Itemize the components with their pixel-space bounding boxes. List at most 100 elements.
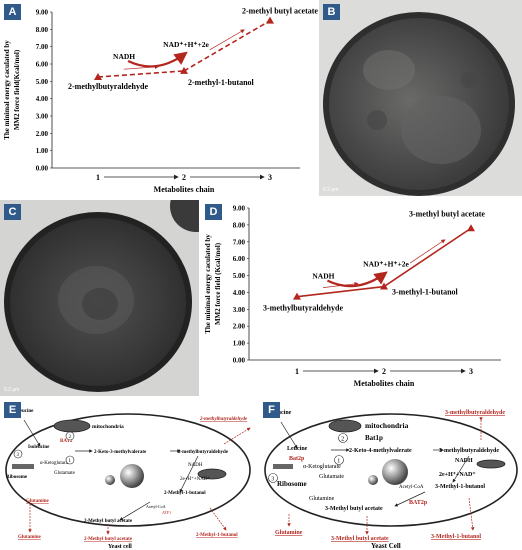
step-2-e: 2 [69, 435, 72, 440]
label-leucine-f: Leucine [271, 410, 292, 416]
mitochondrion-f2 [476, 459, 506, 469]
micrograph-b [319, 0, 522, 196]
label-nadh-e: NADH [188, 463, 203, 468]
mitochondrion-e2 [197, 468, 227, 480]
label-isoleucine-e: Isoleucine [12, 409, 34, 414]
label-keto-e: 2-Keto-3-methylvalerate [94, 450, 147, 455]
label-bat2p-f: Bat2p [289, 456, 305, 462]
label-akg-e: α-Ketoglutarate [40, 461, 72, 466]
label-aldehyde-in-e: 2-methylbutyraldehyde [178, 450, 229, 455]
label-akg-f: α-Ketoglutarate [303, 464, 341, 470]
label-atf1-e: ATF1 [162, 510, 171, 515]
label-mitochondria-e: mitochondria [92, 424, 124, 430]
step-2-f: 2 [341, 436, 344, 442]
panel-b: B 0.2 μm [319, 0, 522, 196]
y-tick-label-A-5: 5.00 [36, 78, 49, 86]
data-point-D-0 [293, 292, 301, 300]
label-glutamine-f: Glutamine [309, 496, 335, 502]
label-nad-e: 2e+H⁺+NAD⁺ [180, 476, 210, 482]
y-tick-label-D-2: 2.00 [233, 323, 246, 331]
panel-c: C 0.2 μm [0, 200, 199, 396]
label-glutamine-out-e: Glutamine [18, 535, 42, 540]
y-tick-label-D-7: 7.00 [233, 238, 246, 246]
chart-d: 0.001.002.003.004.005.006.007.008.009.00… [204, 205, 501, 388]
panel-label-f: F [263, 402, 280, 418]
label-acetate-f: 3-Methyl butyl acetate [325, 506, 383, 512]
cofactor-in-D: NADH [312, 272, 334, 281]
y-tick-label-D-6: 6.00 [233, 255, 246, 263]
panel-label-b: B [323, 4, 340, 20]
mitochondrion-e [53, 419, 91, 433]
y-tick-label-D-0: 0.00 [233, 357, 246, 365]
label-bat2p-b-f: BAT2p [409, 500, 428, 506]
label-isoleucine-in-e: Isoleucine [28, 445, 50, 450]
y-tick-label-A-2: 2.00 [36, 130, 49, 138]
data-point-A-2 [266, 16, 274, 24]
series-segment-D-1 [383, 227, 472, 288]
point-label-D-0: 3-methylbutyraldehyde [263, 304, 343, 313]
label-bat1p-f: Bat1p [365, 434, 383, 442]
panel-label-c: C [4, 204, 21, 220]
y-tick-label-A-3: 3.00 [36, 113, 49, 121]
y-tick-label-A-0: 0.00 [36, 165, 49, 173]
label-glutamate-f: Glutamate [319, 474, 344, 480]
label-ribosome-f: Ribosome [277, 480, 307, 488]
label-acetate-e: 2-Methyl butyl acetate [84, 519, 133, 524]
label-glutamine-out-f: Glutamine [275, 530, 303, 536]
x-axis-label-D: Metabolites chain [354, 379, 415, 388]
series-segment-D-0 [296, 285, 385, 298]
label-bat2-e: BAT2 [60, 439, 73, 444]
label-mitochondria-f: mitochondria [365, 421, 409, 430]
scale-bar-c: 0.2 μm [4, 387, 20, 393]
panel-label-d: D [205, 204, 222, 220]
series-segment-A-0 [97, 70, 185, 78]
y-tick-label-D-5: 5.00 [233, 272, 246, 280]
cofactor-in-A: NADH [113, 52, 135, 61]
x-cat-D-2: 3 [469, 367, 473, 376]
y-tick-label-D-3: 3.00 [233, 306, 246, 314]
x-cat-A-2: 3 [268, 173, 272, 182]
y-axis-label-D-2: MM2 force field (Kcal/mol) [214, 242, 222, 325]
y-tick-label-D-9: 9.00 [233, 205, 246, 213]
x-cat-A-0: 1 [96, 173, 100, 182]
panel-label-a: A [4, 4, 21, 20]
label-ribosome-e: Ribosome [6, 475, 28, 480]
micrograph-c [0, 200, 199, 396]
cofactor-out-A: NAD⁺+H⁺+2e [163, 40, 209, 49]
label-glutamine-e: Glutamine [26, 499, 50, 504]
vacuole-e [120, 464, 144, 488]
cofactor-out-D: NAD⁺+H⁺+2e [363, 260, 409, 269]
ribosome-shape-f [273, 464, 293, 469]
y-tick-label-A-4: 4.00 [36, 95, 49, 103]
x-cat-D-1: 2 [382, 367, 386, 376]
panel-label-e: E [4, 402, 21, 418]
x-axis-label-A: Metabolites chain [154, 185, 215, 194]
step-3-f: 3 [271, 476, 274, 482]
label-butanol-f: 3-Methyl-1-butanol [435, 484, 485, 490]
cofactor-arrow-D [326, 271, 388, 288]
y-tick-label-A-1: 1.00 [36, 147, 49, 155]
y-axis-label-A-1: The minimal energy caculated by [3, 40, 11, 140]
direction-arrow-A-1 [209, 29, 245, 51]
mitochondrion-f [328, 419, 362, 433]
diagram-e: Isoleucine mitochondria Isoleucine BAT2 … [5, 409, 251, 550]
step-1-e: 1 [69, 459, 72, 464]
label-aldehyde-in-f: 3-methylbutyraldehyde [439, 448, 499, 454]
cell-membrane-f [264, 413, 518, 527]
panel-e: E Isoleucine mitochondria Isoleucine BAT… [0, 398, 258, 550]
point-label-A-2: 2-methyl butyl acetate [242, 7, 318, 16]
y-tick-label-A-7: 7.00 [36, 43, 49, 51]
data-point-A-0 [94, 73, 102, 80]
point-label-A-1: 2-methyl-1-butanol [188, 78, 255, 87]
diagram-f: Leucine mitochondria 3-methylbutyraldehy… [264, 410, 518, 550]
cell-membrane-e [5, 413, 251, 527]
label-aldehyde-out-f: 3-methylbutyraldehyde [445, 410, 505, 416]
panel-f: F Leucine mitochondria 3-methylbutyralde… [259, 398, 522, 550]
label-acetyl-f: Acetyl-CoA [399, 485, 424, 490]
label-nad-f: 2e+H⁺+NAD⁺ [439, 471, 476, 478]
label-acetate-out-e: 2-Methyl butyl acetate [84, 537, 133, 542]
label-acetate-out-f: 3-Methyl butyl acetate [331, 536, 389, 542]
step-1-f: 1 [337, 458, 340, 464]
ribosome-shape-e [12, 464, 34, 469]
